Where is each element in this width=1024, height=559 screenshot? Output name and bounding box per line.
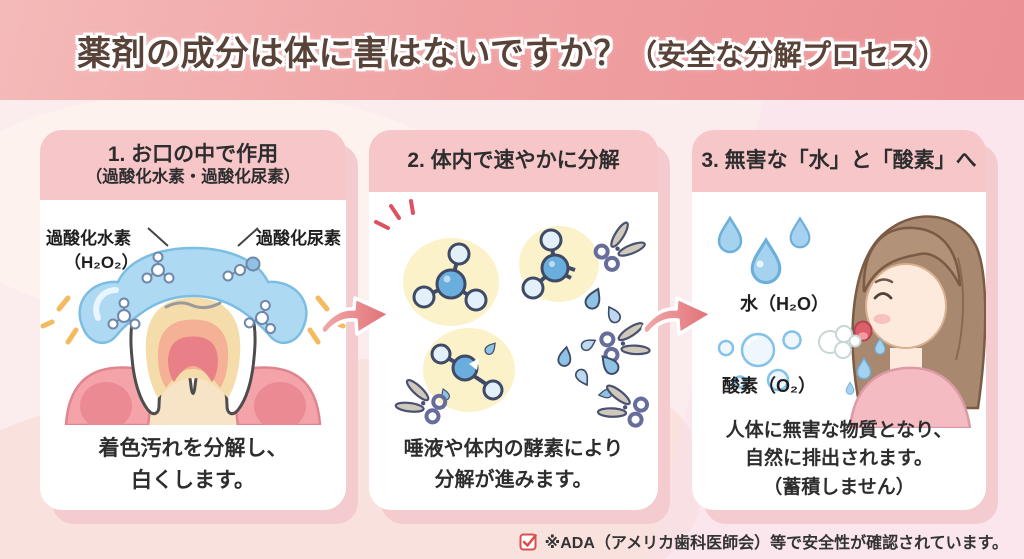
water-label: 水（H₂O） [740,294,829,314]
decomposition-illustration-svg [374,199,654,428]
step-2-header: 2. 体内で速やかに分解 [369,130,658,192]
pointer-line [237,227,259,247]
step-1-header: 1. お口の中で作用 （過酸化水素・過酸化尿素） [40,130,346,200]
oxygen-label: 酸素（O₂） [722,376,816,396]
molecule-icon [412,242,488,312]
eyebrow [874,278,894,284]
shirt [848,366,972,428]
gel-molecule-icon [107,251,277,335]
step-1-body: 過酸化水素 （H₂O₂） 過酸化尿素 着色汚れを分解し、 白くします。 [40,200,346,510]
scissors-icon [588,216,651,278]
page-title-sub: （安全な分解プロセス） [627,39,947,72]
hydrogen-peroxide-label: 過酸化水素 [46,229,131,248]
checked-checkbox-icon [519,533,537,550]
scissors-icon [593,380,652,428]
step-3-body: 水（H₂O） 酸素（O₂） 人体に無害な物質となり、 自然に排出されます。 （蓄… [692,192,986,510]
gel-icon [78,246,308,345]
step-2-body: 唾液や体内の酵素により 分解が進みます。 [369,192,658,510]
caption-line: （蓄積しません） [763,476,915,498]
molecule-broken-icon [430,339,504,402]
blush [873,314,891,324]
step-card-3: 3. 無害な「水」と「酸素」へ [692,130,986,510]
gum-icon [64,366,322,425]
bubble-icon [717,330,802,392]
caption-line: 人体に無害な物質となり、 [725,419,953,441]
step-1-subtitle: （過酸化水素・過酸化尿素） [85,168,301,187]
carbamide-peroxide-label: 過酸化尿素 [256,229,341,248]
molecule-cut-icon [521,228,576,300]
step-1-caption: 着色汚れを分解し、 白くします。 [40,433,346,496]
hair-strand [955,257,965,361]
closed-eye [873,292,893,300]
accent-dashes-icon [374,199,415,230]
step-card-1: 1. お口の中で作用 （過酸化水素・過酸化尿素） [40,130,346,510]
water-oxygen-illustration: 水（H₂O） 酸素（O₂） [692,198,986,428]
fragment-shape [603,303,623,326]
page-title-main: 薬剤の成分は体に害はないですか？ [77,34,628,73]
tooth-illustration: 過酸化水素 （H₂O₂） 過酸化尿素 [40,210,346,425]
footer-note: ※ADA（アメリカ歯科医師会）等で安全性が確認されています。 [519,529,1008,553]
curved-arrow-right-icon [641,296,714,336]
caption-line: 白くします。 [131,468,255,492]
hair-front [862,226,962,293]
water-oxygen-illustration-svg [717,215,986,428]
curved-arrow-right-icon [319,296,392,336]
pointer-line [147,227,169,247]
step-3-title: 3. 無害な「水」と「酸素」へ [701,149,977,173]
tooth-icon [129,282,257,416]
caption-line: 自然に排出されます。 [744,448,934,469]
step-3-header: 3. 無害な「水」と「酸素」へ [692,130,986,192]
face [865,263,947,349]
step-1-title: 1. お口の中で作用 [107,143,279,167]
caption-line: 唾液や体内の酵素により [403,438,624,460]
step-card-2: 2. 体内で速やかに分解 [369,130,658,510]
tooth-illustration-svg [40,227,346,425]
water-drop-icon [717,216,811,285]
step-2-title: 2. 体内で速やかに分解 [407,149,620,173]
caption-line: 分解が進みます。 [434,469,593,491]
caption-line: 着色汚れを分解し、 [98,437,288,460]
breath-icon [818,325,862,359]
hydrogen-peroxide-formula: （H₂O₂） [64,253,139,272]
footer-note-text: ※ADA（アメリカ歯科医師会）等で安全性が確認されています。 [544,535,1008,552]
woman-face-icon [848,215,986,428]
decomposition-illustration [369,198,658,428]
page-title: 薬剤の成分は体に害はないですか？（安全な分解プロセス） [77,26,947,75]
step-2-caption: 唾液や体内の酵素により 分解が進みます。 [369,434,658,496]
step-3-caption: 人体に無害な物質となり、 自然に排出されます。 （蓄積しません） [692,417,986,503]
header-banner: 薬剤の成分は体に害はないですか？（安全な分解プロセス） [0,0,1024,100]
